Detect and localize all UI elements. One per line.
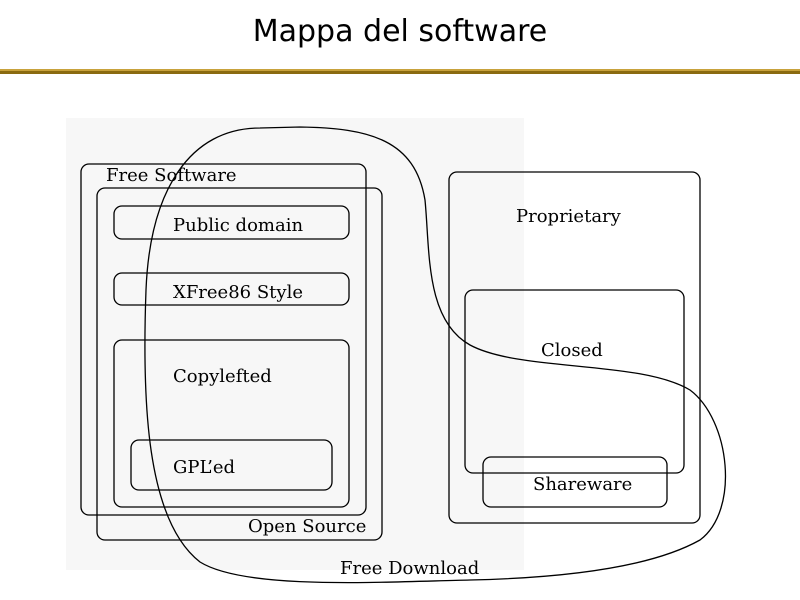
shareware-box (482, 456, 668, 508)
free-software-box (80, 163, 367, 516)
public-domain-box (113, 205, 350, 240)
gpled-label: GPL’ed (173, 457, 235, 478)
free-download-label: Free Download (340, 558, 479, 579)
open-source-box (96, 187, 383, 541)
xfree86-style-label: XFree86 Style (173, 282, 303, 303)
diagram-background (66, 118, 524, 570)
free-download-curve (144, 126, 727, 584)
copylefted-label: Copylefted (173, 366, 272, 387)
public-domain-label: Public domain (173, 215, 303, 236)
title-divider (0, 69, 800, 74)
open-source-label: Open Source (248, 516, 366, 537)
gpled-box (130, 439, 333, 491)
closed-box (464, 289, 685, 474)
shareware-label: Shareware (533, 474, 632, 495)
copylefted-box (113, 339, 350, 508)
xfree86-style-box (113, 272, 350, 306)
closed-label: Closed (541, 340, 603, 361)
proprietary-label: Proprietary (516, 206, 622, 227)
slide-title: Mappa del software (252, 14, 548, 49)
proprietary-box (448, 171, 701, 524)
free-software-label: Free Software (106, 165, 237, 186)
